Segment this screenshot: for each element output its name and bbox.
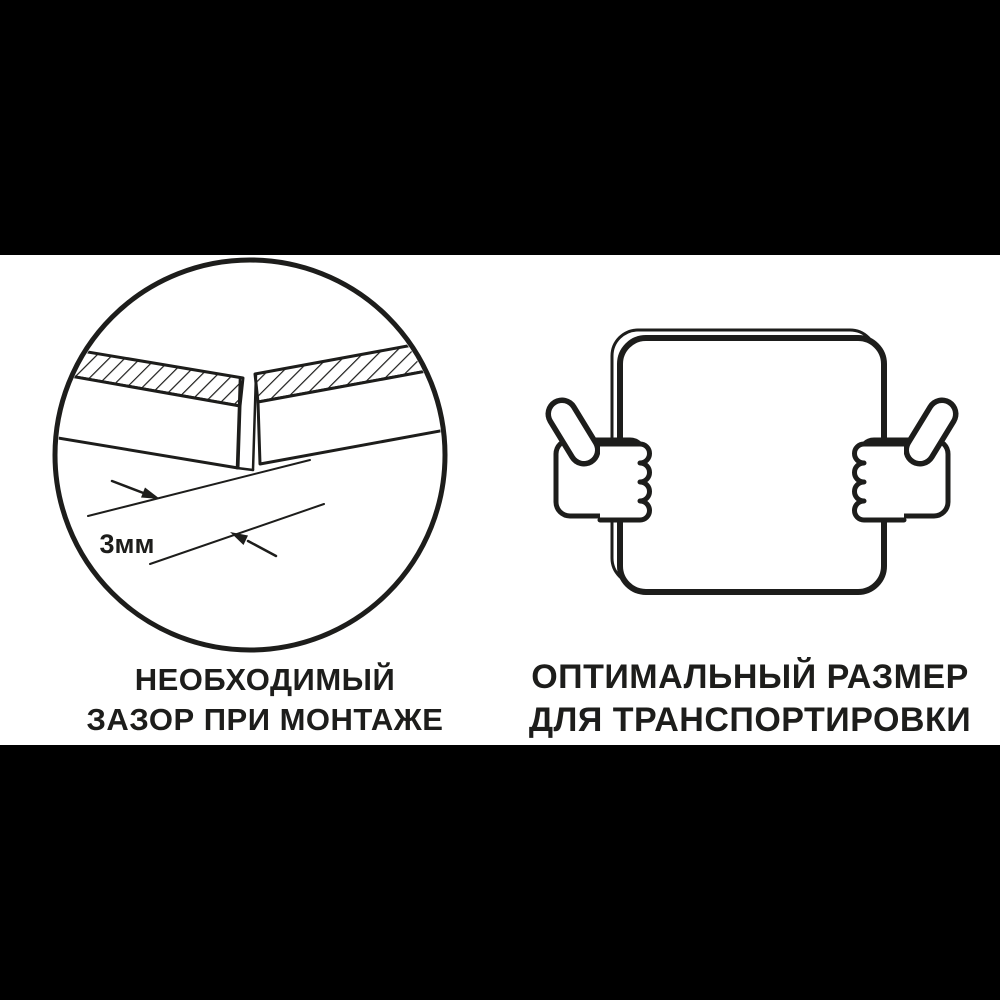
gap-caption: НЕОБХОДИМЫЙ ЗАЗОР ПРИ МОНТАЖЕ xyxy=(30,660,500,740)
bottom-black-bar xyxy=(0,745,1000,1000)
dimension-arrowhead-right xyxy=(230,532,248,545)
transport-caption-line2: ДЛЯ ТРАНСПОРТИРОВКИ xyxy=(528,701,972,739)
gap-dimension-arrows: 3мм xyxy=(87,459,325,565)
gap-size-label: 3мм xyxy=(100,529,155,559)
top-black-bar xyxy=(0,0,1000,255)
transport-caption: ОПТИМАЛЬНЫЙ РАЗМЕР ДЛЯ ТРАНСПОРТИРОВКИ xyxy=(505,656,995,742)
transport-caption-line1: ОПТИМАЛЬНЫЙ РАЗМЕР xyxy=(531,658,969,696)
corner-joint-boards xyxy=(58,334,442,470)
right-board-face xyxy=(256,362,442,466)
gap-detail-figure: 3мм xyxy=(52,257,448,653)
detail-circle-outline xyxy=(52,257,448,653)
panel-square xyxy=(617,335,887,595)
gap-caption-line1: НЕОБХОДИМЫЙ xyxy=(134,662,396,697)
gap-edge-lines xyxy=(235,372,258,472)
dimension-arrowhead-left xyxy=(141,487,160,499)
transport-figure xyxy=(556,328,948,595)
gap-caption-line2: ЗАЗОР ПРИ МОНТАЖЕ xyxy=(86,702,444,737)
diagram-artwork: 3мм xyxy=(52,257,1000,653)
